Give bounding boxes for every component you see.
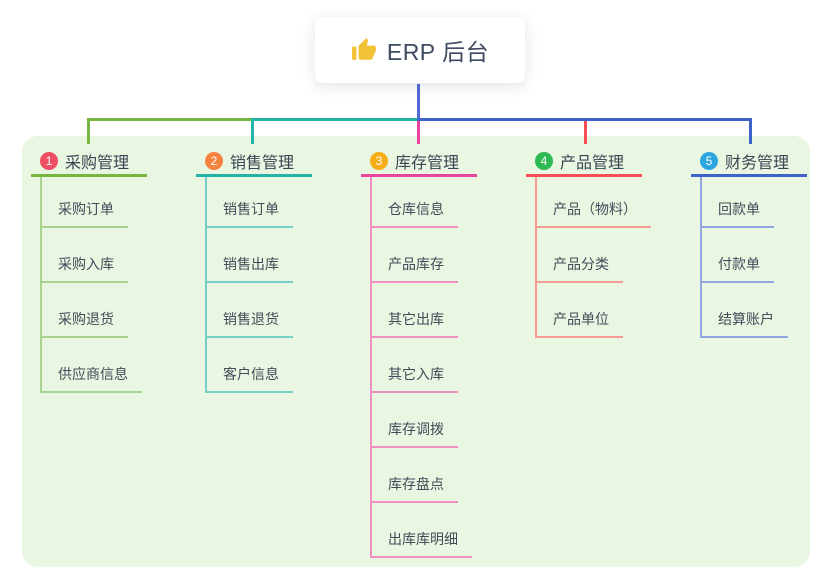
branch-label: 财务管理 — [725, 155, 790, 172]
child-item[interactable]: 产品（物料） — [537, 177, 651, 228]
thumbs-up-icon — [351, 38, 376, 60]
connector-line — [87, 121, 90, 144]
child-label: 产品库存 — [372, 254, 458, 283]
branch-header[interactable]: 5 财务管理 — [691, 148, 807, 177]
child-label: 库存调拨 — [372, 419, 458, 448]
child-label: 销售出库 — [207, 254, 293, 283]
branch-label: 产品管理 — [560, 155, 625, 172]
child-label: 采购入库 — [42, 254, 128, 283]
connector-line — [417, 118, 752, 121]
branch-children: 产品（物料） 产品分类 产品单位 — [535, 177, 651, 338]
child-item[interactable]: 客户信息 — [207, 338, 293, 393]
branch-children: 采购订单 采购入库 采购退货 供应商信息 — [40, 177, 142, 393]
child-label: 采购退货 — [42, 309, 128, 338]
child-item[interactable]: 产品单位 — [537, 283, 651, 338]
branch-label: 销售管理 — [230, 155, 295, 172]
connector-line — [87, 118, 253, 121]
branch-number-badge: 5 — [700, 152, 718, 170]
child-label: 付款单 — [702, 254, 774, 283]
child-item[interactable]: 其它入库 — [372, 338, 472, 393]
child-item[interactable]: 其它出库 — [372, 283, 472, 338]
child-item[interactable]: 采购退货 — [42, 283, 142, 338]
child-label: 产品单位 — [537, 309, 623, 338]
child-label: 出库库明细 — [372, 529, 472, 558]
child-label: 仓库信息 — [372, 199, 458, 228]
child-label: 结算账户 — [702, 309, 788, 338]
root-node[interactable]: ERP 后台 — [315, 17, 525, 83]
branch-children: 仓库信息 产品库存 其它出库 其它入库 库存调拨 库存盘点 出库库明细 — [370, 177, 472, 558]
branch-column-1: 1 采购管理 采购订单 采购入库 采购退货 供应商信息 — [31, 148, 147, 393]
child-label: 采购订单 — [42, 199, 128, 228]
branch-column-5: 5 财务管理 回款单 付款单 结算账户 — [691, 148, 807, 338]
child-label: 产品（物料） — [537, 199, 651, 228]
child-item[interactable]: 销售退货 — [207, 283, 293, 338]
child-item[interactable]: 供应商信息 — [42, 338, 142, 393]
child-item[interactable]: 结算账户 — [702, 283, 788, 338]
root-title: ERP 后台 — [386, 39, 490, 65]
child-item[interactable]: 库存调拨 — [372, 393, 472, 448]
branch-children: 销售订单 销售出库 销售退货 客户信息 — [205, 177, 293, 393]
child-item[interactable]: 产品库存 — [372, 228, 472, 283]
child-item[interactable]: 库存盘点 — [372, 448, 472, 503]
connector-line — [251, 118, 419, 121]
child-item[interactable]: 采购订单 — [42, 177, 142, 228]
child-item[interactable]: 出库库明细 — [372, 503, 472, 558]
branch-header[interactable]: 2 销售管理 — [196, 148, 312, 177]
branch-number-badge: 4 — [535, 152, 553, 170]
connector-line — [584, 121, 587, 144]
child-label: 其它出库 — [372, 309, 458, 338]
branch-children: 回款单 付款单 结算账户 — [700, 177, 788, 338]
branch-column-2: 2 销售管理 销售订单 销售出库 销售退货 客户信息 — [196, 148, 312, 393]
branch-number-badge: 3 — [370, 152, 388, 170]
child-item[interactable]: 仓库信息 — [372, 177, 472, 228]
connector-line — [749, 121, 752, 144]
branch-header[interactable]: 3 库存管理 — [361, 148, 477, 177]
child-label: 回款单 — [702, 199, 774, 228]
connector-line — [251, 121, 254, 144]
branch-number-badge: 2 — [205, 152, 223, 170]
child-item[interactable]: 销售订单 — [207, 177, 293, 228]
branch-column-3: 3 库存管理 仓库信息 产品库存 其它出库 其它入库 库存调拨 库存盘点 出库库… — [361, 148, 477, 558]
child-label: 客户信息 — [207, 364, 293, 393]
branch-column-4: 4 产品管理 产品（物料） 产品分类 产品单位 — [526, 148, 651, 338]
child-label: 其它入库 — [372, 364, 458, 393]
child-label: 供应商信息 — [42, 364, 142, 393]
child-item[interactable]: 销售出库 — [207, 228, 293, 283]
connector-line — [417, 121, 420, 144]
mindmap-panel — [22, 136, 810, 567]
branch-header[interactable]: 1 采购管理 — [31, 148, 147, 177]
child-label: 库存盘点 — [372, 474, 458, 503]
connector-line — [417, 84, 420, 118]
child-item[interactable]: 付款单 — [702, 228, 788, 283]
child-label: 产品分类 — [537, 254, 623, 283]
branch-label: 库存管理 — [395, 155, 460, 172]
branch-label: 采购管理 — [65, 155, 130, 172]
child-label: 销售退货 — [207, 309, 293, 338]
child-item[interactable]: 回款单 — [702, 177, 788, 228]
branch-number-badge: 1 — [40, 152, 58, 170]
child-item[interactable]: 采购入库 — [42, 228, 142, 283]
child-label: 销售订单 — [207, 199, 293, 228]
child-item[interactable]: 产品分类 — [537, 228, 651, 283]
branch-header[interactable]: 4 产品管理 — [526, 148, 642, 177]
